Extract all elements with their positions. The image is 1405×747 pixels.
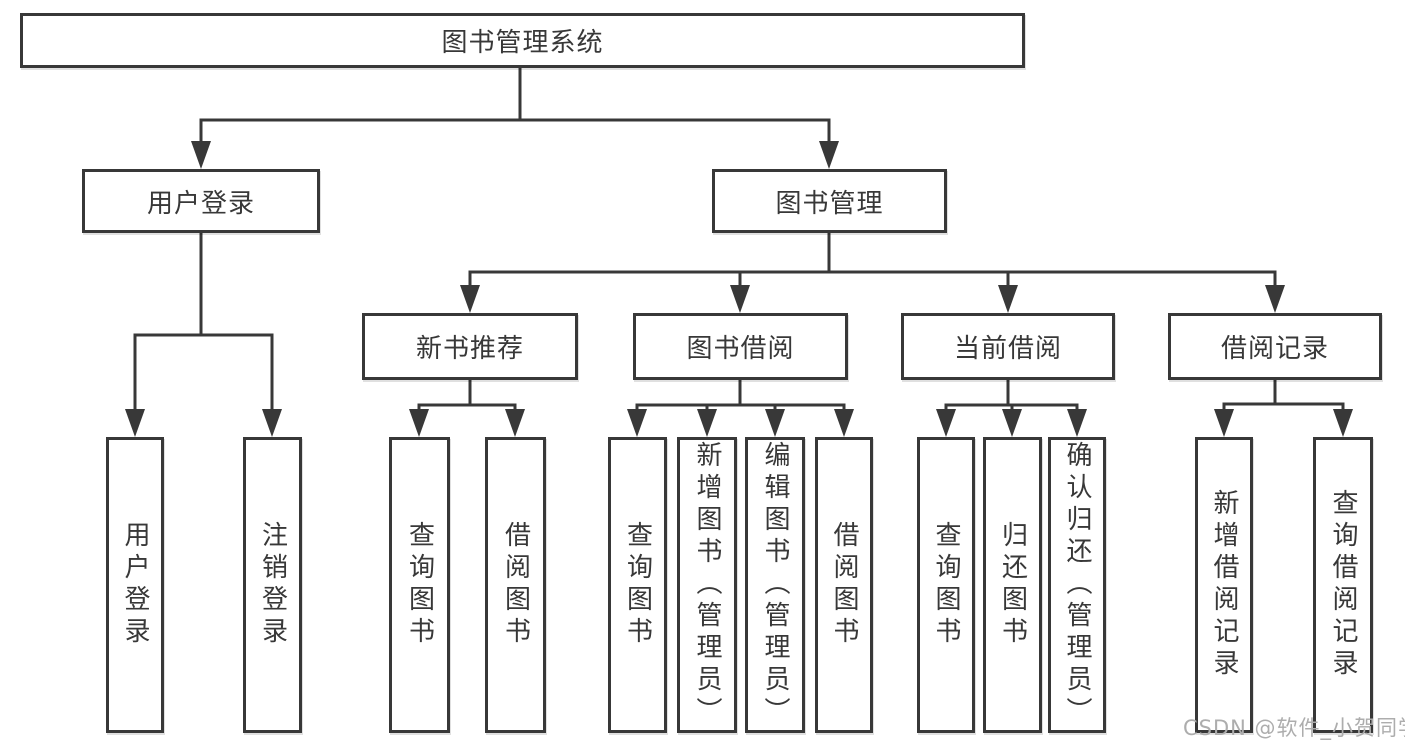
leaf-recommend-query-books-label: 查询图书 <box>404 521 435 649</box>
leaf-borrow-books-label: 借阅图书 <box>829 521 859 649</box>
node-book-borrow: 图书借阅 <box>633 313 848 380</box>
leaf-confirm-return-admin-label: 确认归还（管理员） <box>1062 441 1092 729</box>
leaf-current-query-books: 查询图书 <box>917 437 975 733</box>
leaf-query-borrow-record-label: 查询借阅记录 <box>1328 489 1358 681</box>
leaf-current-query-books-label: 查询图书 <box>931 521 961 649</box>
leaf-edit-books-admin-label: 编辑图书（管理员） <box>760 441 790 729</box>
leaf-add-borrow-record-label: 新增借阅记录 <box>1209 489 1239 681</box>
csdn-watermark: CSDN @软件_小贺同学 <box>1183 716 1405 740</box>
connector-current-split <box>944 403 1079 412</box>
leaf-logout: 注销登录 <box>243 437 302 733</box>
leaf-borrow-query-books: 查询图书 <box>608 437 667 733</box>
node-root-system: 图书管理系统 <box>20 13 1025 68</box>
leaf-return-books-label: 归还图书 <box>997 521 1028 649</box>
leaf-borrow-query-books-label: 查询图书 <box>622 521 653 649</box>
leaf-confirm-return-admin: 确认归还（管理员） <box>1048 437 1106 733</box>
leaf-borrow-books: 借阅图书 <box>815 437 873 733</box>
connector-mgmt-split <box>468 270 1277 288</box>
leaf-recommend-query-books: 查询图书 <box>389 437 450 733</box>
leaf-add-borrow-record: 新增借阅记录 <box>1195 437 1253 733</box>
node-new-book-recommend: 新书推荐 <box>362 313 578 380</box>
leaf-recommend-borrow-books: 借阅图书 <box>485 437 546 733</box>
connector-recommend-split <box>417 403 517 412</box>
leaf-logout-label: 注销登录 <box>257 521 288 649</box>
connector-root-split <box>199 118 831 144</box>
leaf-add-books-admin-label: 新增图书（管理员） <box>692 441 722 729</box>
leaf-add-books-admin: 新增图书（管理员） <box>677 437 737 733</box>
leaf-user-login: 用户登录 <box>106 437 164 733</box>
leaf-user-login-label: 用户登录 <box>120 521 150 649</box>
node-current-borrow: 当前借阅 <box>901 313 1115 380</box>
leaf-query-borrow-record: 查询借阅记录 <box>1313 437 1373 733</box>
node-book-management: 图书管理 <box>712 169 947 233</box>
connector-borrow-split <box>635 403 846 412</box>
node-borrow-records: 借阅记录 <box>1168 313 1382 380</box>
connector-login-split <box>133 333 274 412</box>
leaf-return-books: 归还图书 <box>983 437 1042 733</box>
node-user-login: 用户登录 <box>82 169 320 233</box>
leaf-edit-books-admin: 编辑图书（管理员） <box>745 437 805 733</box>
leaf-recommend-borrow-books-label: 借阅图书 <box>500 521 531 649</box>
connector-records-split <box>1222 402 1345 412</box>
